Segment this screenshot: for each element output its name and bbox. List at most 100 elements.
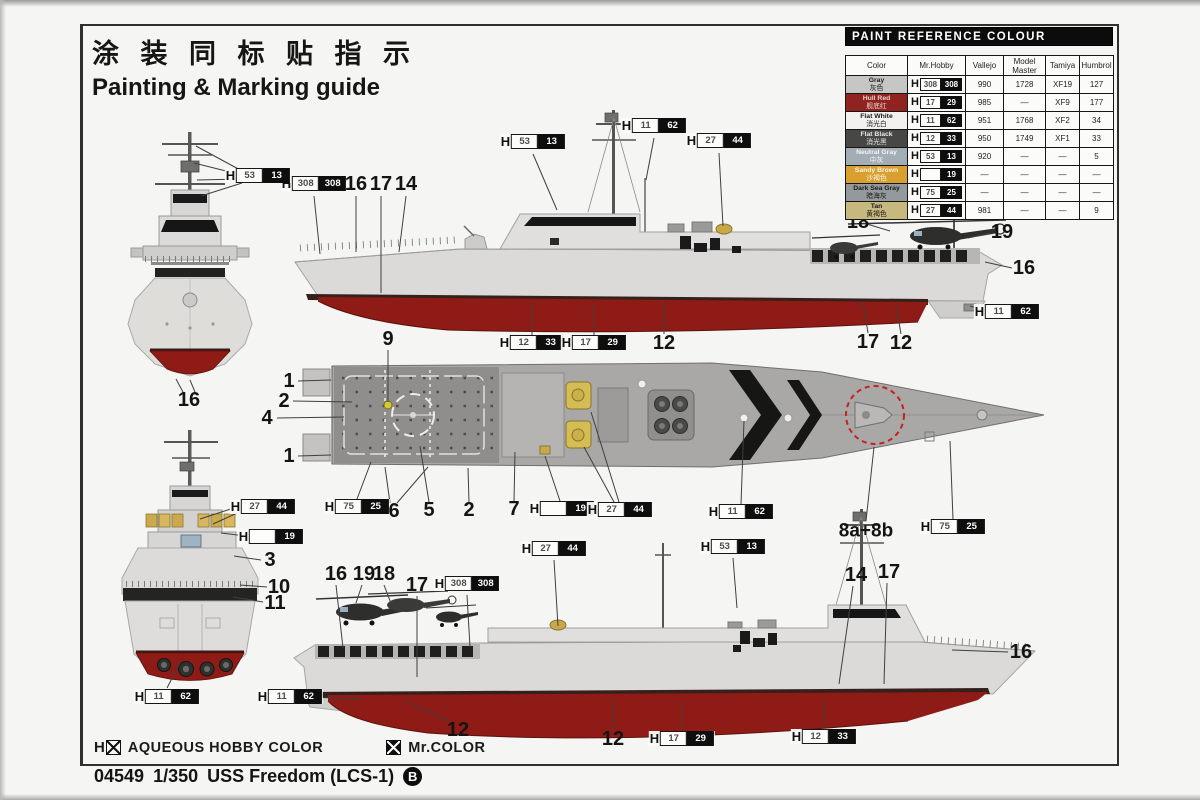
sheet-badge: B — [403, 767, 423, 786]
aqueous-box-icon — [105, 740, 121, 755]
page-edge-shadow-bottom — [0, 794, 1200, 800]
vallejo-cell: 951 — [965, 111, 1004, 130]
kit-scale: 1/350 — [153, 766, 199, 786]
humbrol-cell: 34 — [1079, 111, 1114, 130]
humbrol-cell: 33 — [1079, 129, 1114, 148]
vallejo-cell: — — [965, 183, 1004, 202]
view-bow-front — [127, 132, 253, 377]
tamiya-cell: XF19 — [1045, 75, 1080, 94]
humbrol-cell: 177 — [1079, 93, 1114, 112]
tamiya-cell: — — [1045, 201, 1080, 220]
page-title-chinese: 涂 装 同 标 贴 指 示 — [92, 39, 418, 69]
aqueous-prefix: H — [94, 739, 105, 756]
kit-name: USS Freedom (LCS-1) — [207, 766, 395, 786]
helicopter-silhouette-2 — [367, 590, 457, 612]
column-header: Mr.Hobby — [907, 55, 966, 76]
model-master-cell: 1768 — [1003, 111, 1046, 130]
vallejo-cell: 981 — [965, 201, 1004, 220]
page-title-english: Painting & Marking guide — [92, 74, 381, 101]
vallejo-cell: 950 — [965, 129, 1004, 148]
paint-table-title: PAINT REFERENCE COLOUR — [845, 27, 1113, 46]
tamiya-cell: — — [1045, 147, 1080, 166]
tamiya-cell: — — [1045, 165, 1080, 184]
humbrol-cell: — — [1079, 165, 1114, 184]
tamiya-cell: XF9 — [1045, 93, 1080, 112]
column-header: Humbrol — [1079, 55, 1114, 76]
model-master-cell: — — [1003, 201, 1046, 220]
vallejo-cell: 985 — [965, 93, 1004, 112]
aqueous-label: AQUEOUS HOBBY COLOR — [127, 739, 324, 756]
column-header: Model Master — [1003, 55, 1046, 76]
page-edge-shadow-top — [0, 0, 1200, 7]
page-edge-shadow-left — [0, 0, 6, 800]
humbrol-cell: — — [1079, 183, 1114, 202]
model-master-cell: — — [1003, 147, 1046, 166]
drawing-frame — [80, 24, 1119, 766]
tamiya-cell: — — [1045, 183, 1080, 202]
humbrol-cell: 9 — [1079, 201, 1114, 220]
view-plan-deck — [302, 362, 1045, 468]
tamiya-cell: XF2 — [1045, 111, 1080, 130]
view-stern — [121, 430, 259, 681]
humbrol-cell: 5 — [1079, 147, 1114, 166]
drone-helicopter-silhouette — [425, 604, 478, 627]
model-master-cell: 1728 — [1003, 75, 1046, 94]
drone-helicopter-silhouette — [811, 234, 881, 259]
humbrol-cell: 127 — [1079, 75, 1114, 94]
column-header: Vallejo — [965, 55, 1004, 76]
view-side-port — [293, 509, 1037, 739]
helicopter-silhouette — [847, 219, 1007, 250]
model-master-cell: — — [1003, 93, 1046, 112]
column-header: Tamiya — [1045, 55, 1080, 76]
vallejo-cell: 990 — [965, 75, 1004, 94]
view-side-starboard — [294, 110, 1007, 333]
model-master-cell: — — [1003, 165, 1046, 184]
color-system-legend: H AQUEOUS HOBBY COLOR Mr.COLOR — [94, 739, 486, 756]
mr-color-label: Mr.COLOR — [408, 739, 486, 756]
vallejo-cell: 920 — [965, 147, 1004, 166]
column-header: Color — [845, 55, 908, 76]
vallejo-cell: — — [965, 165, 1004, 184]
model-master-cell: 1749 — [1003, 129, 1046, 148]
tamiya-cell: XF1 — [1045, 129, 1080, 148]
footer-line: 04549 1/350 USS Freedom (LCS-1) B — [94, 766, 423, 787]
model-master-cell: — — [1003, 183, 1046, 202]
